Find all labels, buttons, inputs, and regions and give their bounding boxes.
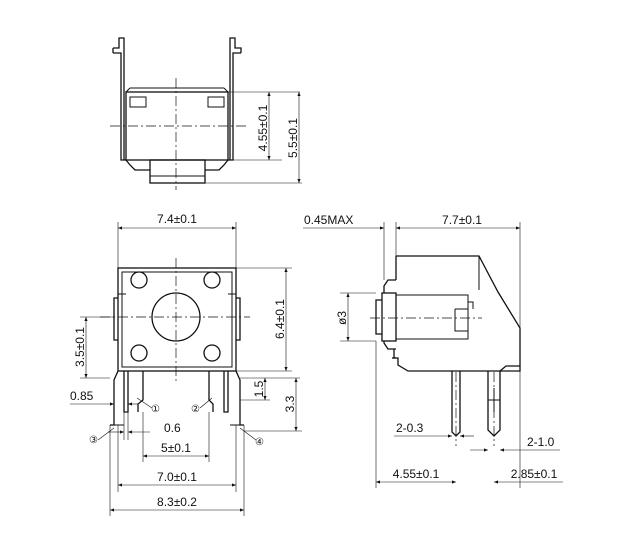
side-view: 0.45MAX 7.7±0.1 ø3 2-0.3 2-1.0 4.55±0.1 … <box>303 213 563 488</box>
dim-pin-width: 0.6 <box>164 421 181 435</box>
dim-pin-b: 2-1.0 <box>527 435 555 449</box>
dim-max-offset: 0.45MAX <box>304 213 353 227</box>
pin-label-4: ④ <box>255 437 264 448</box>
dim-left-offset: 0.85 <box>70 389 94 403</box>
pin-label-1: ① <box>151 404 160 415</box>
pin-label-2: ② <box>191 404 200 415</box>
dim-pin-pitch: 5±0.1 <box>161 441 191 455</box>
dim-outer-height: 5.5±0.1 <box>286 118 300 158</box>
dim-center-height: 3.5±0.1 <box>73 327 87 367</box>
dim-leg-height-b: 3.3 <box>283 395 297 412</box>
front-view-outline <box>100 258 250 426</box>
dim-side-width: 7.7±0.1 <box>442 213 482 227</box>
top-view-outline <box>110 37 246 190</box>
side-view-dimensions: 0.45MAX 7.7±0.1 ø3 2-0.3 2-1.0 4.55±0.1 … <box>303 213 563 488</box>
dim-actuator-diameter: ø3 <box>335 311 349 325</box>
top-view-dimensions: 4.55±0.1 5.5±0.1 <box>205 91 302 184</box>
dim-leg-span: 7.0±0.1 <box>157 470 197 484</box>
dim-pin-a: 2-0.3 <box>396 421 424 435</box>
side-view-outline <box>370 255 521 446</box>
front-view: 7.4±0.1 6.4±0.1 3.5±0.1 1.5 3.3 0.85 <box>70 212 302 516</box>
dim-leg-height-a: 1.5 <box>252 380 266 397</box>
front-view-dimensions: 7.4±0.1 6.4±0.1 3.5±0.1 1.5 3.3 0.85 <box>70 212 302 516</box>
dim-body-height: 6.4±0.1 <box>273 299 287 339</box>
dim-body-width: 7.4±0.1 <box>157 212 197 226</box>
dim-inner-height: 4.55±0.1 <box>256 104 270 151</box>
dim-pin-pos-b: 2.85±0.1 <box>511 467 558 481</box>
dim-pin-pos-a: 4.55±0.1 <box>393 467 440 481</box>
pin-label-3: ③ <box>89 435 98 446</box>
top-view: 4.55±0.1 5.5±0.1 <box>110 37 302 190</box>
dim-total-width: 8.3±0.2 <box>157 495 197 509</box>
